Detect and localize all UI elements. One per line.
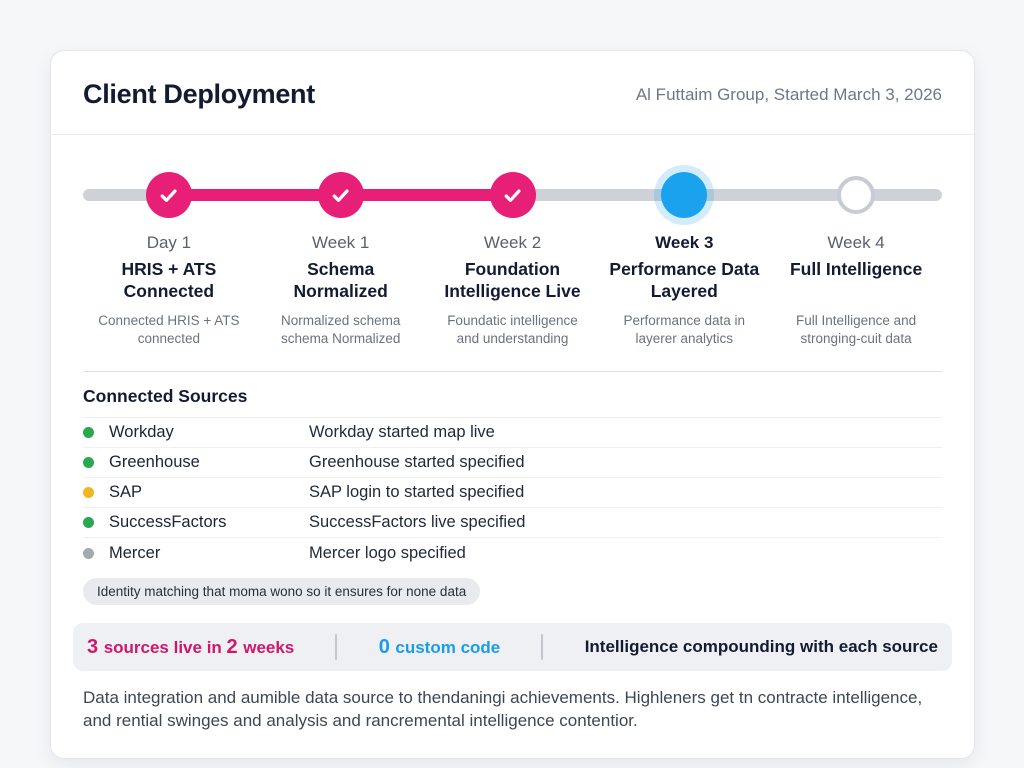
source-name: SuccessFactors (109, 513, 227, 532)
step-description: Foundatic intelligence and understanding (447, 313, 578, 346)
stat-divider (335, 634, 338, 661)
source-name-cell: Mercer (83, 544, 309, 563)
step-description: Normalized schema schema Normalized (281, 313, 401, 346)
source-row: Workday Workday started map live (83, 418, 942, 449)
step-node-current (661, 172, 708, 218)
source-row: Greenhouse Greenhouse started specified (83, 448, 942, 479)
timeline-track (83, 171, 942, 219)
source-description: Greenhouse started specified (309, 453, 525, 472)
sources-heading: Connected Sources (83, 386, 942, 419)
source-row: SuccessFactors SuccessFactors live specif… (83, 508, 942, 539)
stat-text: weeks (243, 637, 295, 657)
header-subtitle: Al Futtaim Group, Started March 3, 2026 (635, 84, 942, 104)
source-name-cell: Greenhouse (83, 453, 309, 472)
step-time-label: Week 2 (483, 233, 542, 252)
step-description: Full Intelligence and stronging-cuit dat… (796, 313, 917, 346)
status-dot-green (83, 427, 94, 439)
step-node-done (317, 172, 364, 218)
source-name-cell: SAP (83, 483, 309, 502)
check-icon (332, 188, 349, 202)
step-description: Performance data in layerer analytics (623, 313, 746, 346)
step-title: HRIS + ATS Connected (121, 259, 217, 302)
source-name: SAP (109, 483, 143, 502)
source-name: Mercer (109, 543, 161, 562)
step-time-label: Week 4 (827, 233, 885, 252)
page-title: Client Deployment (83, 79, 315, 109)
status-dot-gray (83, 547, 94, 559)
step-title: Performance Data Layered (609, 259, 760, 302)
stat-text: sources live in (103, 637, 227, 657)
source-row: SAP SAP login to started specified (83, 478, 942, 509)
source-description: Mercer logo specified (309, 543, 466, 562)
stat-text: custom code (395, 637, 501, 657)
step-title: Schema Normalized (293, 259, 388, 302)
step-title: Foundation Intelligence Live (444, 259, 581, 302)
status-dot-green (83, 517, 94, 529)
sources-live-stat: 3 sources live in 2 weeks (87, 636, 294, 659)
check-icon (504, 188, 521, 202)
stat-number: 3 (87, 635, 104, 658)
identity-note-pill: Identity matching that moma wono so it e… (83, 578, 481, 606)
step-time-label: Week 1 (312, 233, 370, 252)
source-description: Workday started map live (309, 423, 495, 442)
step-node-done (489, 172, 536, 218)
custom-code-stat: 0 custom code (379, 636, 501, 659)
check-icon (161, 188, 177, 202)
status-dot-green (83, 457, 94, 469)
source-name-cell: Workday (83, 423, 309, 442)
compounding-stat: Intelligence compounding with each sourc… (585, 637, 938, 657)
stat-divider (541, 634, 544, 661)
source-row: Mercer Mercer logo specified (83, 538, 942, 568)
step-description: Connected HRIS + ATS connected (98, 313, 240, 346)
source-name-cell: SuccessFactors (83, 513, 309, 532)
client-deployment-card: Client Deployment Al Futtaim Group, Star… (50, 50, 975, 759)
source-name: Greenhouse (109, 453, 200, 472)
step-title: Full Intelligence (789, 259, 923, 279)
source-name: Workday (109, 423, 174, 442)
step-time-label: Week 3 (655, 233, 714, 252)
stat-number: 0 (378, 635, 396, 658)
summary-paragraph: Data integration and aumible data source… (83, 688, 923, 730)
step-node-upcoming (837, 176, 876, 214)
card-header: Client Deployment Al Futtaim Group, Star… (51, 51, 974, 135)
stats-bar: 3 sources live in 2 weeks 0 custom code In… (73, 623, 952, 672)
step-node-done (145, 172, 192, 218)
connected-sources-section: Connected Sources Workday Workday started… (83, 371, 942, 606)
source-description: SuccessFactors live specified (309, 513, 526, 532)
stat-text: Intelligence compounding with each sourc… (584, 637, 938, 657)
stat-number: 2 (226, 635, 244, 658)
step-time-label: Day 1 (146, 233, 192, 252)
source-description: SAP login to started specified (309, 483, 525, 502)
status-dot-amber (83, 487, 94, 499)
